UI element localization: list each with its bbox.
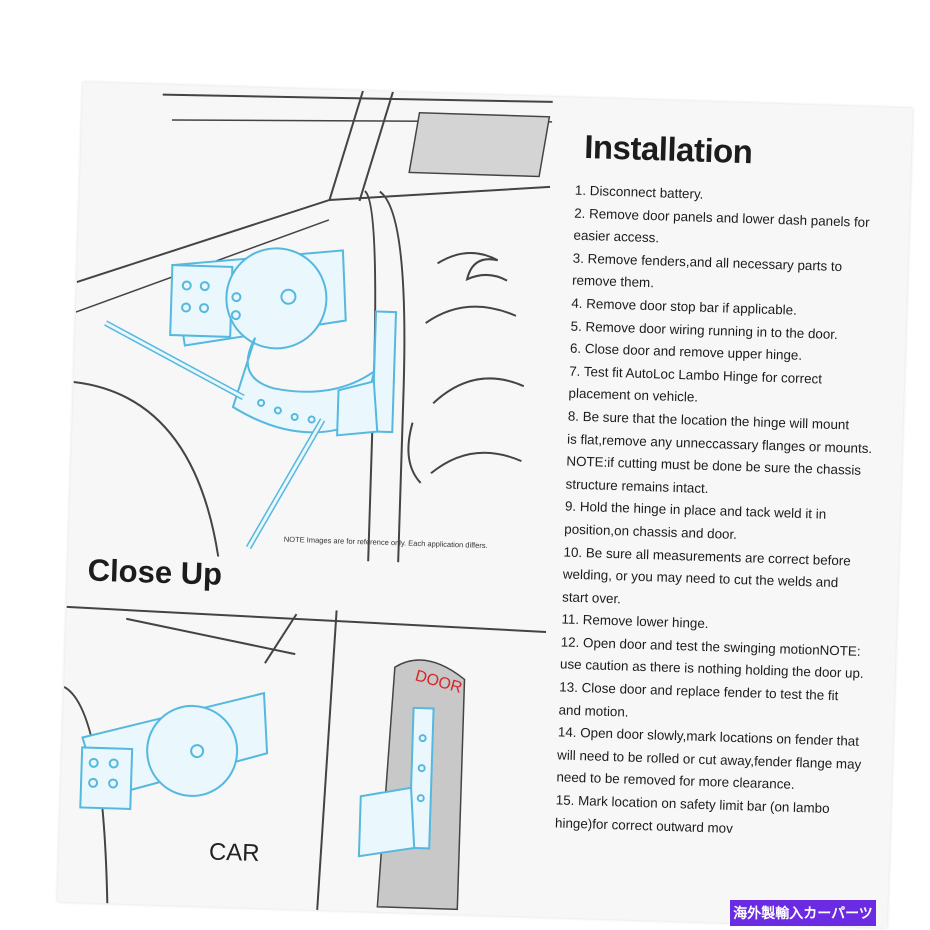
closeup-title: Close Up	[87, 552, 223, 592]
watermark-badge: 海外製輸入カーパーツ	[730, 900, 876, 926]
instruction-sheet: NOTE Images are for reference only. Each…	[57, 82, 913, 928]
installation-section: Installation 1. Disconnect battery. 2. R…	[555, 128, 897, 845]
installation-title: Installation	[583, 127, 753, 171]
closeup-illustration	[63, 605, 547, 911]
hinge-illustration	[73, 90, 553, 563]
steps-list: 1. Disconnect battery. 2. Remove door pa…	[555, 180, 895, 845]
car-label: CAR	[208, 838, 261, 868]
